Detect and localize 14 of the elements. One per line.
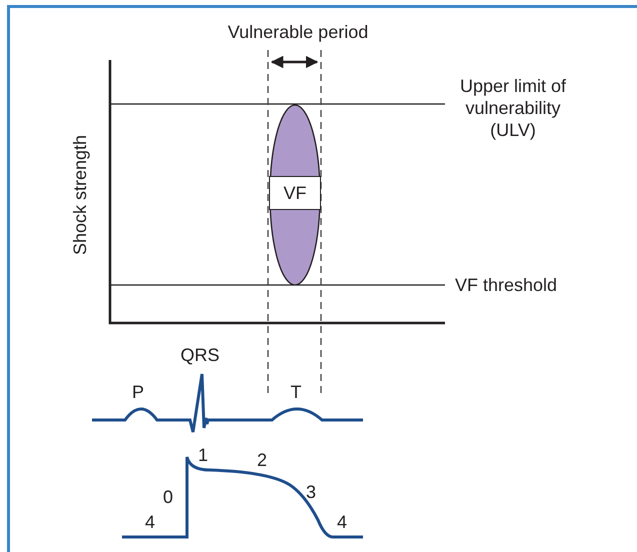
phase-number: 1 bbox=[198, 444, 208, 466]
wave-label: P bbox=[132, 381, 144, 403]
wave-label: QRS bbox=[180, 344, 220, 366]
phase-number: 3 bbox=[306, 481, 316, 503]
phase-number: 4 bbox=[337, 511, 347, 533]
limit-label: Upper limit of vulnerability (ULV) bbox=[458, 75, 568, 141]
axis-label: Shock strength bbox=[69, 134, 91, 256]
phase-number: 4 bbox=[145, 511, 155, 533]
region-label: VF bbox=[269, 176, 321, 210]
period-label: Vulnerable period bbox=[228, 21, 368, 43]
wave-label: T bbox=[290, 381, 302, 403]
threshold-label: VF threshold bbox=[455, 274, 558, 296]
phase-number: 2 bbox=[257, 449, 267, 471]
phase-number: 0 bbox=[163, 486, 173, 508]
